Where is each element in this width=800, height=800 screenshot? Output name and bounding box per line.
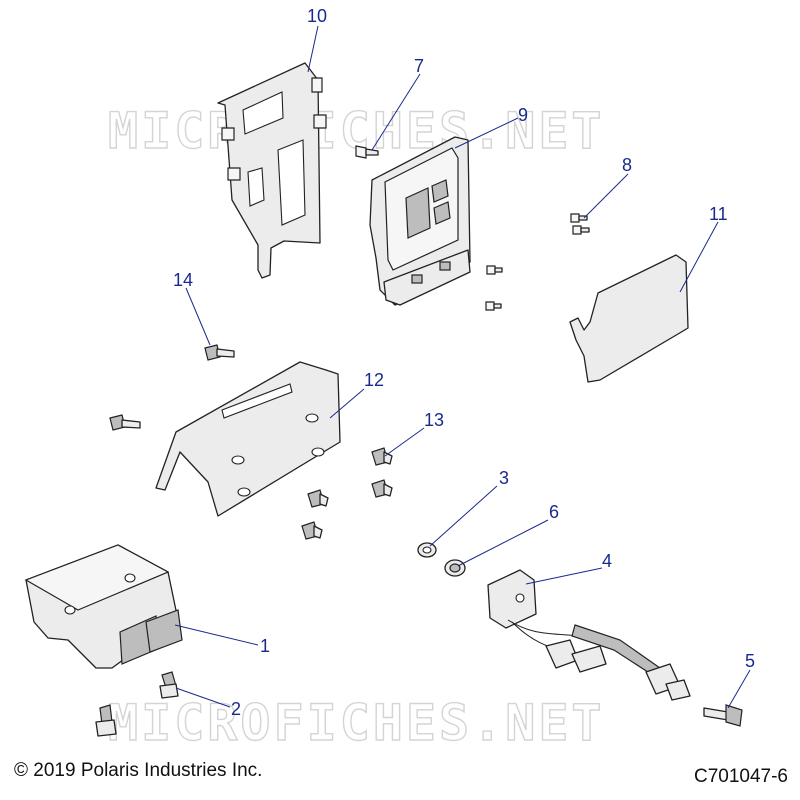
- controller-part-1: [24, 544, 183, 669]
- spacer-part-6: [444, 559, 466, 577]
- diagram-code: C701047-6: [693, 766, 788, 787]
- callout-7: 7: [414, 56, 424, 76]
- callout-5: 5: [745, 651, 755, 671]
- bolt-bracket-left: [109, 414, 141, 431]
- callout-13: 13: [424, 410, 444, 430]
- screws-ecu: [485, 265, 503, 311]
- screw-part-8: [570, 213, 590, 235]
- watermark-top: MICROFICHES.NET: [108, 102, 605, 160]
- callout-3: 3: [499, 468, 509, 488]
- bolt-part-14: [204, 344, 235, 361]
- watermark-bottom: MICROFICHES.NET: [108, 694, 605, 752]
- callout-10: 10: [307, 6, 327, 26]
- mounting-plate-part-10: [217, 62, 327, 279]
- bracket-part-12: [155, 361, 341, 517]
- leader-lines: [174, 25, 751, 709]
- callout-2: 2: [231, 699, 241, 719]
- copyright-text: © 2019 Polaris Industries Inc.: [14, 760, 263, 781]
- callout-12: 12: [364, 370, 384, 390]
- harness-part-4: [487, 569, 691, 701]
- callout-6: 6: [549, 502, 559, 522]
- ecu-module-part-9: [369, 136, 471, 306]
- callout-4: 4: [602, 551, 612, 571]
- grommet-part-3: [417, 542, 437, 558]
- cover-part-11: [569, 254, 689, 383]
- bolt-part-5: [703, 704, 743, 727]
- callout-11: 11: [709, 204, 728, 224]
- screw-part-7: [355, 145, 379, 159]
- push-fasteners-part-13: [301, 447, 393, 540]
- callout-9: 9: [518, 105, 528, 125]
- callout-1: 1: [260, 636, 270, 656]
- screws-part-2: [95, 671, 179, 737]
- callout-8: 8: [622, 155, 632, 175]
- callout-14: 14: [173, 270, 193, 290]
